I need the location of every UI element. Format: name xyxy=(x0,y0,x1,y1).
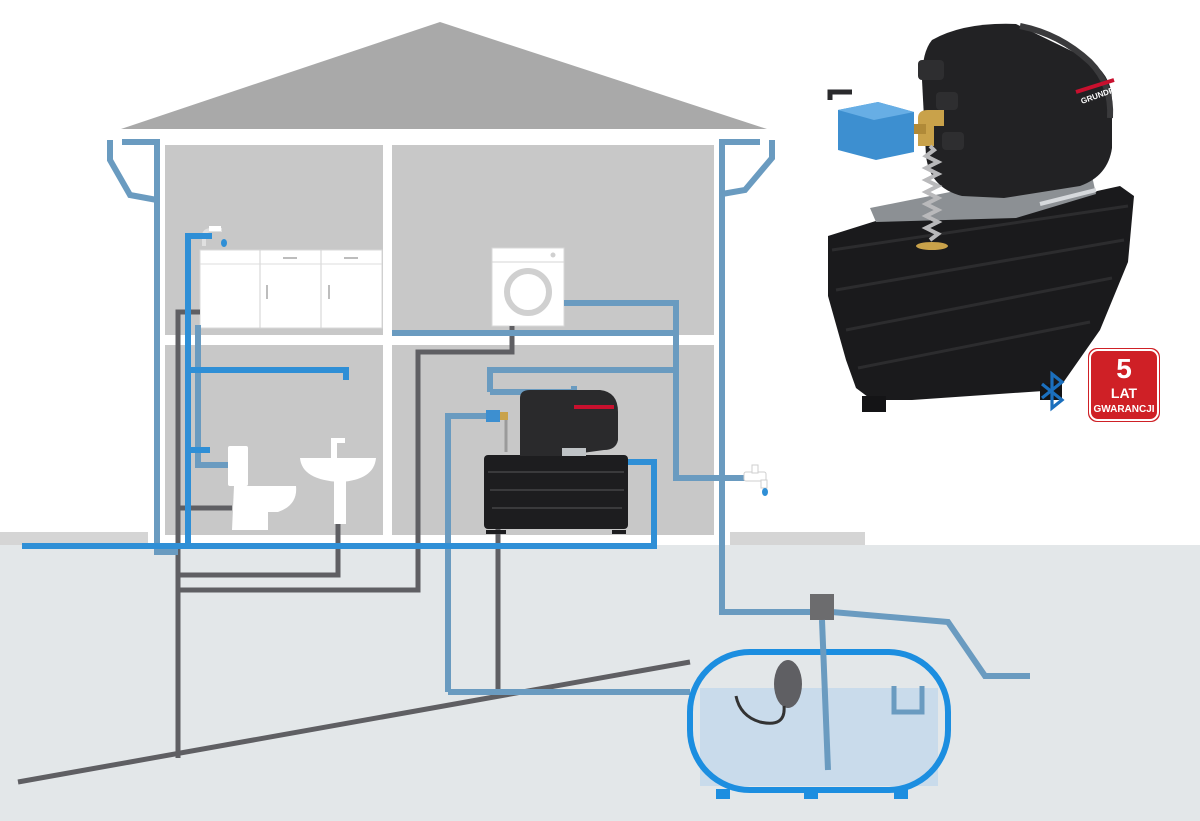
wash-basin xyxy=(300,438,376,524)
float-switch xyxy=(774,660,802,708)
warranty-badge: 5 LAT GWARANCJI xyxy=(1088,348,1160,422)
outdoor-tap xyxy=(743,464,768,496)
kitchen-cabinets xyxy=(199,226,383,329)
fresh-water-pipes xyxy=(22,233,657,549)
toilet xyxy=(228,446,297,530)
kitchen-tap-drop xyxy=(221,239,227,247)
eaves xyxy=(100,129,780,137)
roof xyxy=(118,22,770,130)
waste-pipes xyxy=(17,309,691,785)
badge-number: 5 xyxy=(1116,353,1132,384)
rain-pipes xyxy=(107,139,1030,695)
bluetooth-icon xyxy=(1041,370,1065,412)
badge-line1: LAT xyxy=(1111,385,1138,401)
product-pump-image: GRUNDFOS xyxy=(827,23,1134,412)
cellar-pump xyxy=(484,390,628,534)
tank-inlet-module xyxy=(810,594,834,620)
washing-machine xyxy=(491,247,565,327)
badge-line2: GWARANCJI xyxy=(1093,404,1154,415)
rainwater-tank xyxy=(687,594,951,799)
